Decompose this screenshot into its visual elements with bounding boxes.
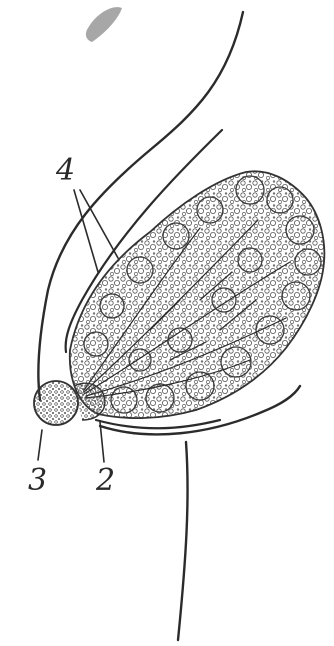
inframammary-line	[96, 420, 220, 428]
nipple	[34, 381, 78, 425]
label-nipple: 3	[28, 463, 47, 498]
areola	[74, 383, 105, 420]
ink-smudge	[86, 7, 122, 42]
label-ducts: 2	[95, 463, 115, 498]
chest-wall-line	[178, 442, 188, 640]
leader-line-3	[38, 430, 42, 460]
leader-line-4b	[80, 190, 118, 258]
label-lobules: 4	[55, 153, 75, 188]
